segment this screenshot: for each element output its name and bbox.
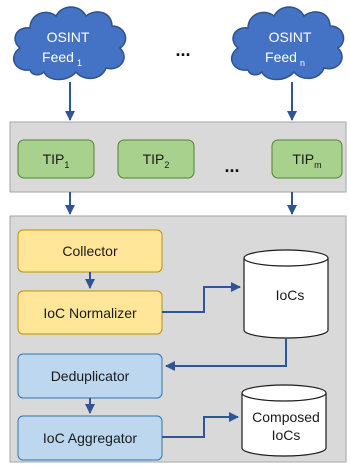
ioc-normalizer-label: IoC Normalizer bbox=[43, 305, 137, 321]
tip-1-box: TIP1 bbox=[17, 139, 95, 179]
composed-iocs-line1: Composed bbox=[252, 409, 320, 425]
cloud-shape bbox=[12, 6, 127, 81]
arrow-normalizer-to-iocs bbox=[162, 282, 241, 313]
iocs-database: IoCs bbox=[243, 249, 329, 339]
composed-iocs-database: Composed IoCs bbox=[241, 384, 327, 457]
tip-m-label: TIPm bbox=[292, 151, 321, 170]
tip-2-box: TIP2 bbox=[117, 139, 195, 179]
tip-1-label: TIP1 bbox=[43, 151, 70, 170]
ioc-aggregator-label: IoC Aggregator bbox=[43, 430, 138, 446]
tips-ellipsis: ... bbox=[224, 156, 239, 176]
feeds-ellipsis: ... bbox=[175, 40, 190, 60]
deduplicator-label: Deduplicator bbox=[51, 368, 130, 384]
arrow-aggregator-to-composed bbox=[162, 412, 239, 438]
ioc-aggregator-box: IoC Aggregator bbox=[17, 415, 163, 461]
feed-n-line1: OSINT bbox=[269, 29, 312, 45]
feed-1-line1: OSINT bbox=[47, 29, 90, 45]
deduplicator-box: Deduplicator bbox=[17, 353, 163, 399]
ioc-normalizer-box: IoC Normalizer bbox=[17, 290, 163, 335]
tip-m-box: TIPm bbox=[271, 139, 343, 179]
collector-label: Collector bbox=[62, 243, 118, 259]
collector-box: Collector bbox=[17, 229, 163, 273]
composed-iocs-line2: IoCs bbox=[272, 427, 301, 443]
iocs-label: IoCs bbox=[276, 287, 305, 303]
cloud-shape bbox=[230, 6, 345, 81]
tip-2-label: TIP2 bbox=[143, 151, 170, 170]
arrow-iocs-to-deduplicator bbox=[165, 338, 287, 371]
